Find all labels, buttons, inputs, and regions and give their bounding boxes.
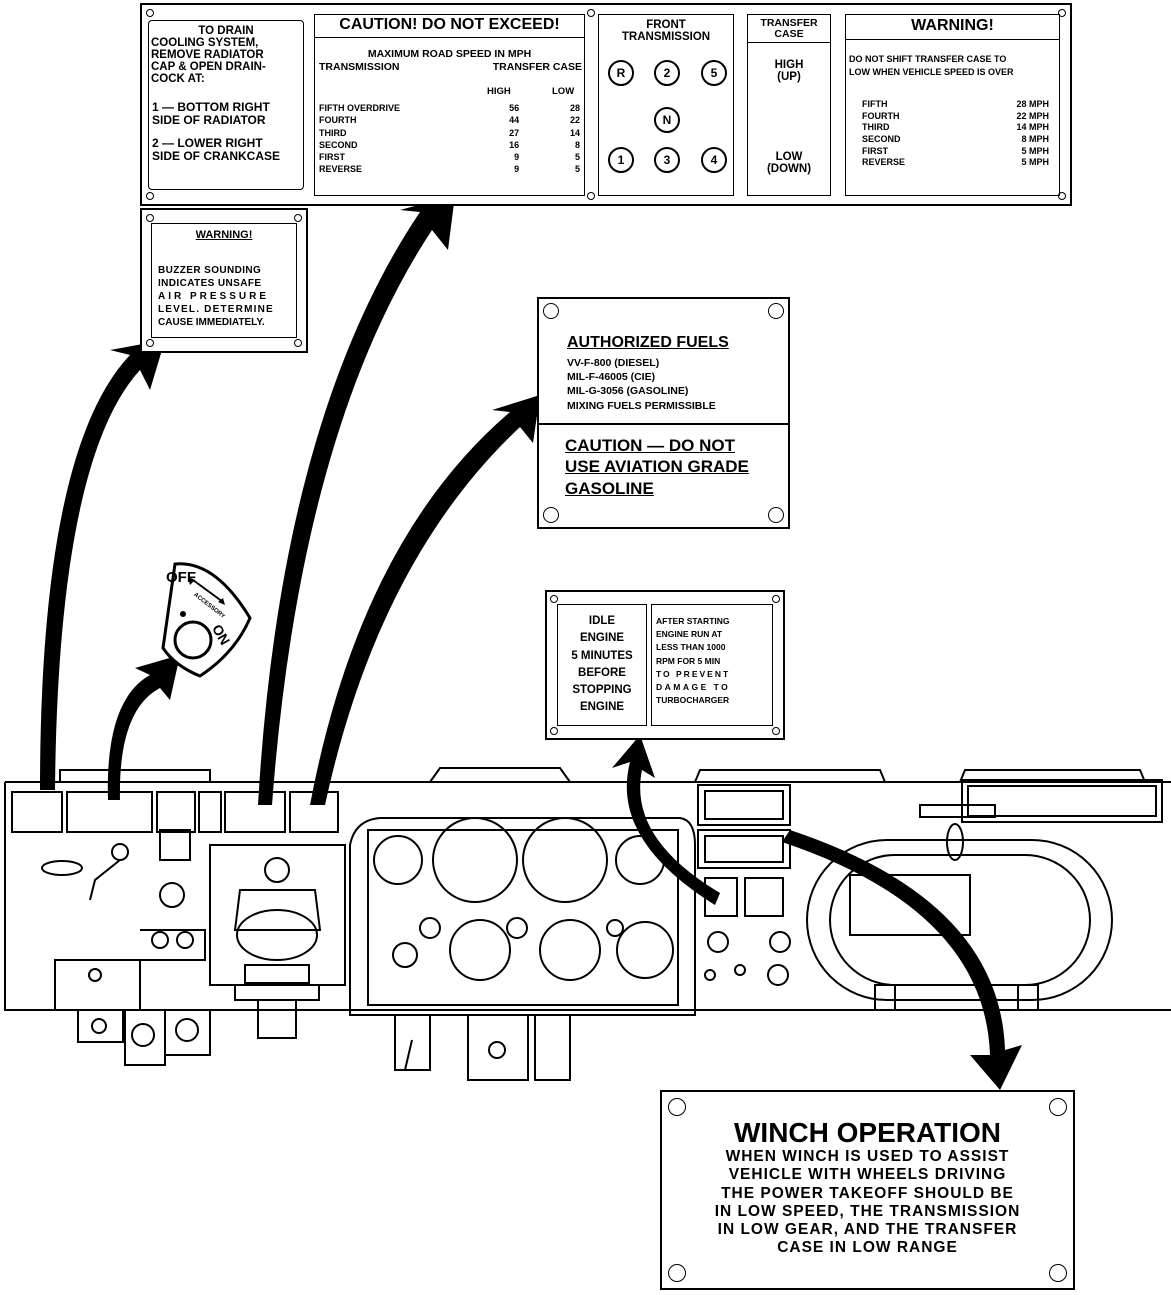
buzzer-warning-plate: WARNING! BUZZER SOUNDING INDICATES UNSAF… bbox=[140, 208, 308, 353]
gear-3-circle: 3 bbox=[654, 147, 680, 173]
low-speed-value: 5 bbox=[574, 152, 580, 162]
warning-speed-row: FIFTH 28 MPH bbox=[862, 99, 1049, 111]
warning-speed-row: REVERSE 5 MPH bbox=[862, 157, 1049, 169]
gear-name: THIRD bbox=[319, 127, 347, 138]
fuels-title: AUTHORIZED FUELS bbox=[567, 334, 729, 351]
gear-5-circle: 5 bbox=[701, 60, 727, 86]
gear-2-circle: 2 bbox=[654, 60, 680, 86]
low-speed-value: 22 bbox=[569, 115, 580, 126]
gear-n-circle: N bbox=[654, 107, 680, 133]
low-speed-value: 8 bbox=[574, 139, 580, 150]
winch-title: WINCH OPERATION bbox=[733, 1117, 1002, 1148]
speed-row: FIFTH OVERDRIVE 56 28 bbox=[317, 103, 582, 115]
high-speed-value: 9 bbox=[514, 152, 520, 162]
warning-speed-row: SECOND 8 MPH bbox=[862, 134, 1049, 146]
gear-name: FIFTH bbox=[862, 99, 888, 109]
warning-speed-row: FOURTH 22 MPH bbox=[862, 111, 1049, 123]
high-speed-value: 56 bbox=[509, 103, 520, 114]
max-speed-value: 8 MPH bbox=[1021, 134, 1049, 145]
transfer-warning-section: WARNING! DO NOT SHIFT TRANSFER CASE TO L… bbox=[845, 14, 1060, 196]
high-speed-value: 44 bbox=[509, 115, 520, 126]
speed-row: THIRD 27 14 bbox=[317, 127, 582, 139]
gear-r-circle: R bbox=[608, 60, 634, 86]
max-speed-value: 28 MPH bbox=[1016, 99, 1049, 109]
low-speed-value: 5 bbox=[574, 164, 580, 175]
gear-name: FIRST bbox=[319, 152, 345, 162]
warning-speed-row: FIRST 5 MPH bbox=[862, 146, 1049, 158]
speed-row: FIRST 9 5 bbox=[317, 152, 582, 164]
high-speed-value: 9 bbox=[514, 164, 520, 175]
transfer-case-section: TRANSFER CASE HIGH (UP) LOW (DOWN) bbox=[747, 14, 831, 196]
low-speed-value: 28 bbox=[569, 103, 580, 114]
accessory-switch-plate bbox=[161, 562, 252, 678]
max-speed-value: 22 MPH bbox=[1016, 110, 1049, 121]
winch-operation-plate: WINCH OPERATION WHEN WINCH IS USED TO AS… bbox=[660, 1090, 1075, 1290]
max-speed-value: 5 MPH bbox=[1021, 145, 1049, 156]
gear-4-circle: 4 bbox=[701, 147, 727, 173]
caution-section: CAUTION! DO NOT EXCEED! MAXIMUM ROAD SPE… bbox=[314, 14, 585, 196]
max-speed-value: 14 MPH bbox=[1016, 122, 1049, 133]
gear-name: FIFTH OVERDRIVE bbox=[319, 103, 401, 113]
gear-name: FOURTH bbox=[319, 115, 357, 126]
gear-name: SECOND bbox=[862, 134, 901, 145]
low-speed-value: 14 bbox=[569, 127, 580, 138]
speed-row: FOURTH 44 22 bbox=[317, 115, 582, 127]
aviation-caution: CAUTION — DO NOT USE AVIATION GRADE GASO… bbox=[565, 436, 749, 498]
warning-speed-row: THIRD 14 MPH bbox=[862, 122, 1049, 134]
high-speed-value: 27 bbox=[509, 127, 520, 138]
top-info-plate bbox=[140, 3, 1072, 206]
gear-name: REVERSE bbox=[862, 157, 906, 168]
buzzer-warning-title: WARNING! bbox=[195, 229, 253, 241]
front-transmission-section: FRONT TRANSMISSION bbox=[598, 14, 734, 196]
idle-engine-plate: IDLE ENGINE 5 MINUTES BEFORE STOPPING EN… bbox=[545, 590, 785, 740]
gear-name: FIRST bbox=[862, 145, 888, 156]
authorized-fuels-plate: AUTHORIZED FUELS VV-F-800 (DIESEL) MIL-F… bbox=[537, 297, 790, 529]
max-speed-value: 5 MPH bbox=[1021, 157, 1049, 168]
caution-title: CAUTION! DO NOT EXCEED! bbox=[315, 16, 584, 38]
speed-row: SECOND 16 8 bbox=[317, 139, 582, 151]
switch-off-label: OFF bbox=[166, 569, 196, 586]
gear-1-circle: 1 bbox=[608, 147, 634, 173]
gear-name: THIRD bbox=[862, 122, 890, 133]
gear-name: FOURTH bbox=[862, 110, 900, 121]
high-speed-value: 16 bbox=[509, 139, 520, 150]
drain-section: TO DRAIN COOLING SYSTEM, REMOVE RADIATOR… bbox=[148, 20, 304, 190]
gear-name: REVERSE bbox=[319, 164, 363, 175]
gear-name: SECOND bbox=[319, 139, 358, 150]
speed-row: REVERSE 9 5 bbox=[317, 164, 582, 176]
